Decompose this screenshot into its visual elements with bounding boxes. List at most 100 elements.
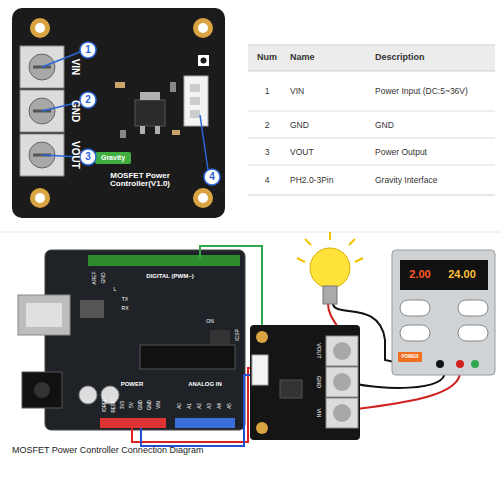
callout-number: 4 [209, 172, 215, 183]
ph2-connector [184, 76, 208, 126]
light-bulb [305, 239, 311, 245]
module-board [35, 23, 45, 33]
mosfet-module [333, 373, 351, 391]
module-board [198, 193, 208, 203]
module-board [12, 8, 225, 218]
module-board [12, 8, 225, 218]
connection-wire [141, 375, 255, 446]
table-cell: 1 [265, 87, 270, 96]
pin-label: A0 [178, 403, 183, 409]
figure-caption: MOSFET Power Controller Connection Diagr… [12, 446, 203, 455]
board-components [198, 55, 209, 66]
power-supply [398, 352, 422, 362]
arduino-board [140, 345, 235, 369]
pin-table [248, 165, 495, 166]
mosfet-module [256, 331, 268, 343]
arduino-board [175, 418, 235, 428]
light-bulb [349, 239, 355, 245]
header-label: POWER [121, 381, 144, 387]
led-label: ON [206, 319, 214, 324]
header-label: AREF [92, 271, 97, 284]
power-supply [456, 360, 464, 368]
mosfet-module [252, 355, 268, 385]
pin-table [248, 195, 495, 196]
mosfet-module [256, 422, 268, 434]
pin-label: A2 [198, 403, 203, 409]
power-supply [400, 300, 430, 316]
pin-name: GND [315, 376, 321, 388]
light-bulb [355, 258, 363, 262]
board-components [95, 152, 131, 164]
led-label: RX [122, 306, 129, 311]
table-header: Num [257, 53, 277, 62]
pin-label: VIN [157, 401, 162, 409]
arduino-board [100, 418, 166, 428]
pin-label: A5 [228, 403, 233, 409]
power-supply [436, 360, 444, 368]
power-supply [392, 250, 495, 375]
light-bulb [323, 286, 337, 304]
pin-name: VOUT [70, 141, 81, 169]
header-label: DIGITAL (PWM~) [146, 273, 193, 279]
mosfet-module [333, 342, 351, 360]
pin-label: 5V [130, 402, 135, 408]
header-label: GND [101, 272, 106, 283]
module-board [35, 193, 45, 203]
mosfet-module [280, 380, 302, 398]
ph2-connector [190, 110, 200, 118]
table-cell: 4 [265, 176, 270, 185]
pin-table [248, 71, 495, 72]
pin-table [248, 45, 495, 46]
ph2-connector [190, 84, 200, 92]
divider [0, 232, 500, 233]
module-board [193, 18, 213, 38]
module-board [30, 188, 50, 208]
arduino-board [18, 250, 245, 430]
board-components [155, 126, 160, 134]
callout-number: 3 [85, 152, 91, 163]
table-cell: Gravity Interface [375, 176, 437, 185]
module-board [30, 18, 50, 38]
table-header: Name [290, 53, 315, 62]
mosfet-module [250, 325, 360, 440]
board-components [95, 55, 209, 164]
pin-label: A1 [188, 403, 193, 409]
callout-number: 2 [85, 95, 91, 106]
power-supply [458, 300, 488, 316]
pin-table [248, 138, 495, 139]
light-bulb [297, 232, 363, 304]
pin-table [248, 45, 495, 71]
arduino-board [210, 330, 230, 344]
board-components [115, 82, 125, 88]
pin-label: RESET [112, 397, 117, 412]
table-cell: GND [375, 121, 394, 130]
table-cell: PH2.0-3Pin [290, 176, 333, 185]
power-supply [458, 325, 488, 341]
pin-label: IOREF [103, 398, 108, 412]
board-title: MOSFET Power Controller(V1.0) [95, 172, 185, 189]
light-bulb [329, 232, 331, 240]
mosfet-module [333, 404, 351, 422]
callout-number: 1 [85, 45, 91, 56]
arduino-board [22, 372, 62, 408]
power-supply [400, 325, 430, 341]
arduino-board [18, 295, 70, 335]
table-cell: GND [290, 121, 309, 130]
board-components [172, 130, 180, 135]
callout-leader [80, 149, 96, 165]
ph2-connector [184, 76, 208, 126]
pin-label: GND [139, 400, 144, 410]
module-board [198, 23, 208, 33]
light-bulb [310, 248, 350, 288]
power-supply [400, 260, 488, 290]
board-components [201, 58, 207, 64]
table-cell: VOUT [290, 148, 314, 157]
table-cell: Power Output [375, 148, 427, 157]
connection-wire [352, 372, 460, 410]
board-components [120, 130, 126, 138]
table-cell: Power Input (DC:5~36V) [375, 87, 468, 96]
pin-label: A3 [208, 403, 213, 409]
pin-label: 3V3 [121, 401, 126, 409]
table-cell: VIN [290, 87, 304, 96]
